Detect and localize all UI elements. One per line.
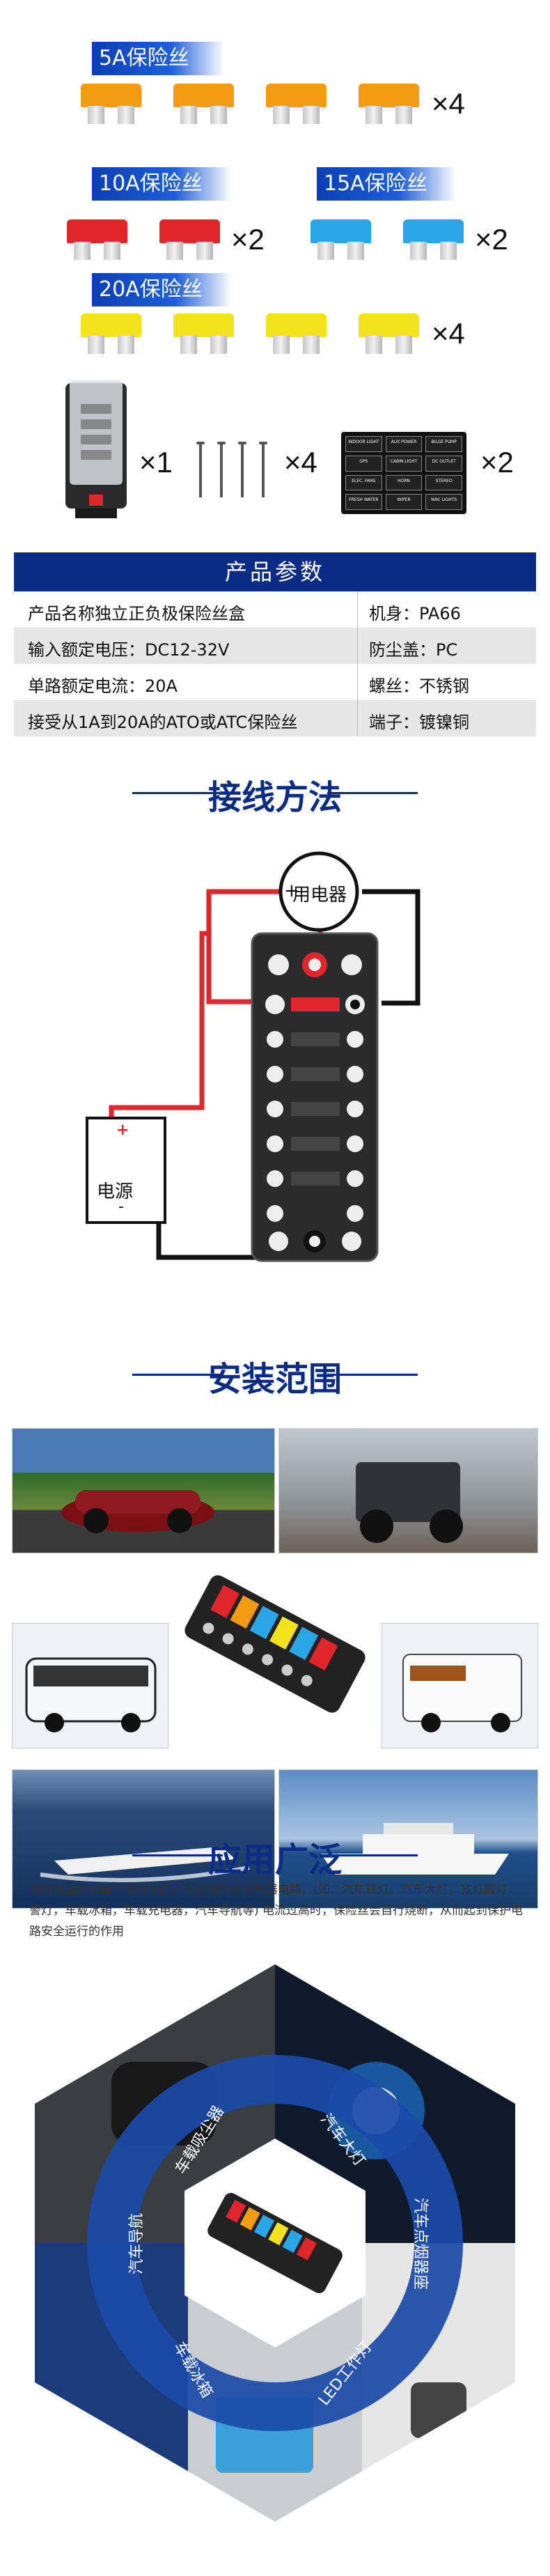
source-minus: - <box>118 1198 124 1216</box>
fuse-15a-label: 15A保险丝 <box>317 167 456 201</box>
photo-rv <box>382 1623 538 1748</box>
sticker-label: AUX POWER <box>385 436 423 452</box>
screws-image <box>187 439 277 502</box>
title-rule-right <box>327 1854 418 1856</box>
fuse-20a <box>263 313 329 354</box>
fuse-20a <box>78 313 144 354</box>
title-rule-left <box>132 1854 223 1856</box>
fuse-5a <box>171 84 237 124</box>
title-rule-right <box>327 792 418 794</box>
photo-cruise-ship <box>278 1769 538 1909</box>
param-cell: 端子：镀镍铜 <box>369 713 469 732</box>
source-label: 电源 <box>97 1181 134 1202</box>
load-plus: + <box>284 880 299 901</box>
param-row: 单路额定电流：20A 螺丝：不锈钢 <box>14 664 536 700</box>
sticker-label: ELEC. FANS <box>345 474 382 491</box>
wiring-diagram: 用电器 + 电源 + - <box>0 850 550 1351</box>
fuse-10a <box>64 219 130 260</box>
application-hexagon: 车载吸尘器 汽车大灯 汽车点烟器座 LED工作灯 车载冰箱 汽车导航 <box>14 1950 536 2563</box>
fuse-5a <box>263 84 329 124</box>
fuse-box-product <box>160 1553 390 1735</box>
sticker-label: WIPER <box>385 494 423 510</box>
application-description: 保险丝盒中的每个保险丝都可以连接到任何电器电路，(如：汽车顶灯，汽车大灯，宽灯雾… <box>29 1883 524 1939</box>
label-sticker-sheet: INDOOR LIGHT AUX POWER BILGE PUMP GPS CA… <box>341 432 466 514</box>
sticker-label: GPS <box>345 455 382 472</box>
application-title: 应用广泛 <box>207 1840 342 1879</box>
param-cell: 防尘盖：PC <box>369 640 458 660</box>
param-row: 接受从1A到20A的ATO或ATC保险丝 端子：镀镍铜 <box>14 700 536 736</box>
title-rule-right <box>327 1374 418 1376</box>
sticker-label: NAV. LIGHTS <box>425 494 462 510</box>
screw-count: ×4 <box>284 446 317 479</box>
fuse-15a-row: ×2 <box>308 219 508 260</box>
title-rule-left <box>132 1374 223 1376</box>
fuse-5a-count: ×4 <box>432 87 465 120</box>
fuse-10a-row: ×2 <box>64 219 265 260</box>
photo-offroad <box>278 1428 538 1553</box>
param-divider <box>357 591 358 736</box>
fuse-10a-count: ×2 <box>231 223 265 256</box>
fuse-15a-count: ×2 <box>475 223 508 256</box>
fuse-10a <box>157 219 223 260</box>
fuse-15a <box>400 219 466 260</box>
wiring-title: 接线方法 <box>207 778 342 817</box>
app-segment-cigarette: 汽车点烟器座 <box>411 2197 430 2290</box>
photo-speedboat <box>12 1769 275 1909</box>
param-cell: 机身：PA66 <box>369 604 461 623</box>
fuse-15a <box>308 219 374 260</box>
sticker-label: DC OUTLET <box>425 455 462 472</box>
fuse-box-image <box>61 376 131 522</box>
fuse-5a-row: ×4 <box>78 84 465 124</box>
param-cell: 单路额定电流：20A <box>28 676 178 696</box>
param-row: 输入额定电压：DC12-32V 防尘盖：PC <box>14 628 536 664</box>
sticker-label: INDOOR LIGHT <box>345 436 382 452</box>
sticker-label: FRESH WATER <box>345 494 382 510</box>
fuse-20a <box>171 313 237 354</box>
photo-sedan <box>12 1428 275 1553</box>
sticker-label: BILGE PUMP <box>425 436 462 452</box>
param-cell: 输入额定电压：DC12-32V <box>28 640 230 660</box>
params-title: 产品参数 <box>14 552 536 591</box>
fuse-20a-count: ×4 <box>432 317 465 350</box>
sticker-label: HORN <box>385 474 423 491</box>
install-title: 安装范围 <box>207 1360 342 1399</box>
fuse-10a-label: 10A保险丝 <box>92 167 231 201</box>
source-plus: + <box>116 1122 129 1139</box>
param-row: 产品名称独立正负极保险丝盒 机身：PA66 <box>14 591 536 628</box>
sticker-label: STEREO <box>425 474 462 491</box>
app-segment-navigation: 汽车导航 <box>128 2212 146 2275</box>
title-rule-left <box>132 792 223 794</box>
sticker-label: CABIN LIGHT <box>385 455 423 472</box>
photo-bus <box>12 1623 168 1748</box>
box-count: ×1 <box>139 446 173 479</box>
fuse-20a <box>356 313 422 354</box>
fuse-5a <box>78 84 144 124</box>
fuse-20a-row: ×4 <box>78 313 465 354</box>
fuse-5a <box>356 84 422 124</box>
param-cell: 产品名称独立正负极保险丝盒 <box>28 604 245 623</box>
param-cell: 螺丝：不锈钢 <box>369 676 469 696</box>
label-count: ×2 <box>480 446 514 479</box>
fuse-20a-label: 20A保险丝 <box>92 273 231 307</box>
param-cell: 接受从1A到20A的ATO或ATC保险丝 <box>28 713 298 732</box>
load-label: 用电器 <box>292 885 347 906</box>
fuse-5a-label: 5A保险丝 <box>92 42 224 75</box>
